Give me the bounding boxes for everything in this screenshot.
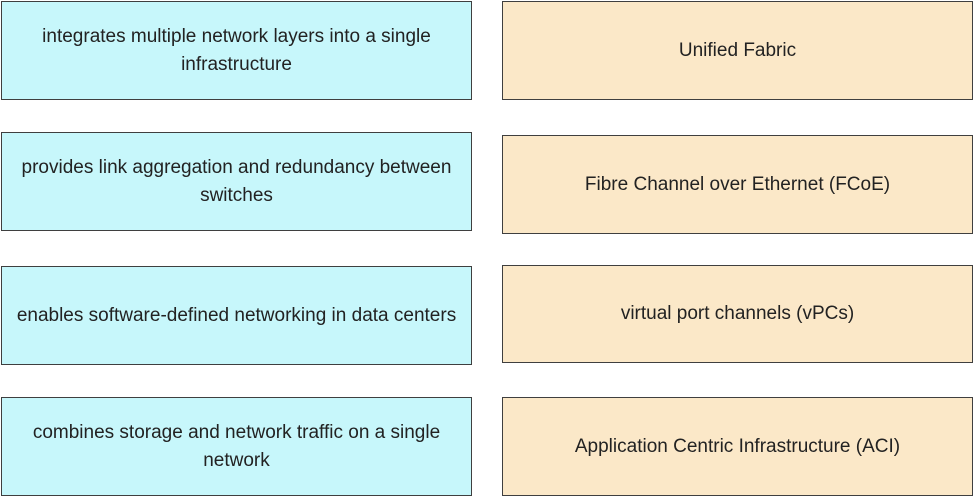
term-box-2[interactable]: Fibre Channel over Ethernet (FCoE) <box>502 135 973 234</box>
term-box-4[interactable]: Application Centric Infrastructure (ACI) <box>502 397 973 496</box>
description-box-4[interactable]: combines storage and network traffic on … <box>1 397 472 496</box>
description-text-2: provides link aggregation and redundancy… <box>21 156 452 206</box>
term-text-4: Application Centric Infrastructure (ACI) <box>574 435 901 457</box>
term-text-3: virtual port channels (vPCs) <box>620 303 855 324</box>
description-text-4: combines storage and network traffic on … <box>32 421 441 471</box>
term-box-3[interactable]: virtual port channels (vPCs) <box>502 265 973 363</box>
term-text-2: Fibre Channel over Ethernet (FCoE) <box>584 173 891 195</box>
description-box-3[interactable]: enables software-defined networking in d… <box>1 266 472 365</box>
description-box-2[interactable]: provides link aggregation and redundancy… <box>1 132 472 231</box>
term-text-1: Unified Fabric <box>678 39 797 61</box>
description-text-3: enables software-defined networking in d… <box>16 304 457 326</box>
term-box-1[interactable]: Unified Fabric <box>502 1 973 100</box>
description-box-1[interactable]: integrates multiple network layers into … <box>1 1 472 100</box>
description-text-1: integrates multiple network layers into … <box>42 25 431 75</box>
